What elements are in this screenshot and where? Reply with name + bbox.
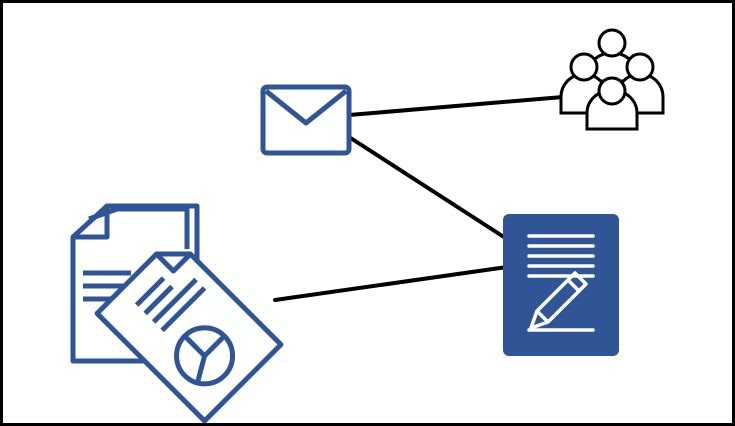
report-documents-icon	[70, 203, 284, 423]
connectors	[273, 95, 565, 302]
diagram-svg	[70, 28, 665, 423]
edge-email-form	[347, 135, 509, 241]
edge-reports-form	[273, 265, 509, 302]
edge-email-people	[347, 95, 565, 117]
document-edit-icon	[503, 214, 619, 356]
envelope-icon	[260, 84, 352, 156]
people-group-icon	[559, 28, 665, 131]
